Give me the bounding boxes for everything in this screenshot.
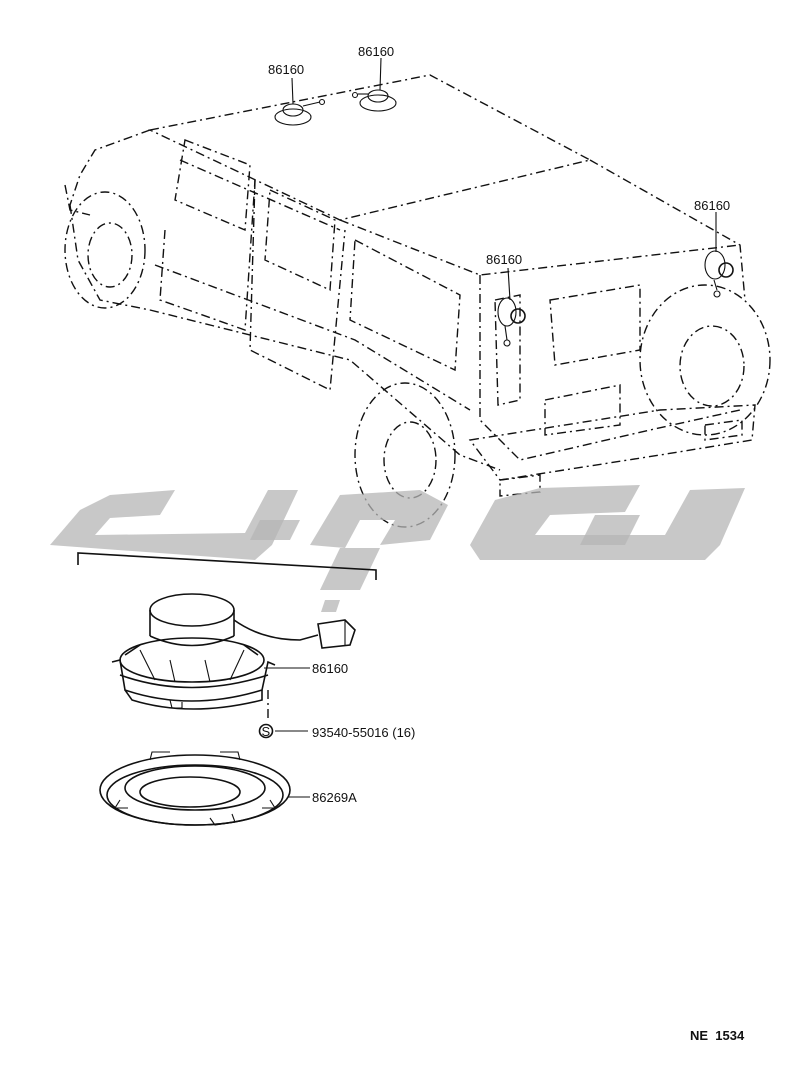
label-rear-right: 86160 xyxy=(694,198,730,213)
rear-speaker-right xyxy=(704,250,734,298)
speaker-grille xyxy=(99,751,291,826)
watermark-logo xyxy=(50,485,745,612)
screw-symbol: S xyxy=(262,724,271,739)
label-rear-left: 86160 xyxy=(486,252,522,267)
label-roof-left: 86160 xyxy=(268,62,304,77)
rear-speaker-left xyxy=(497,297,526,347)
reference-number: NE 1534 xyxy=(690,1028,745,1043)
screw-part-number: 93540-55016 (16) xyxy=(312,725,415,740)
leader-lines xyxy=(291,57,717,301)
speaker-part-number: 86160 xyxy=(312,661,348,676)
grille-part-number: 86269A xyxy=(312,790,357,805)
assembly-bracket xyxy=(77,552,377,580)
label-roof-right: 86160 xyxy=(358,44,394,59)
vehicle-outline xyxy=(64,74,771,528)
roof-speaker-left xyxy=(274,98,326,126)
speaker-assembly xyxy=(111,593,356,710)
screw-callout: S xyxy=(258,690,308,739)
roof-speaker-right xyxy=(351,89,397,112)
